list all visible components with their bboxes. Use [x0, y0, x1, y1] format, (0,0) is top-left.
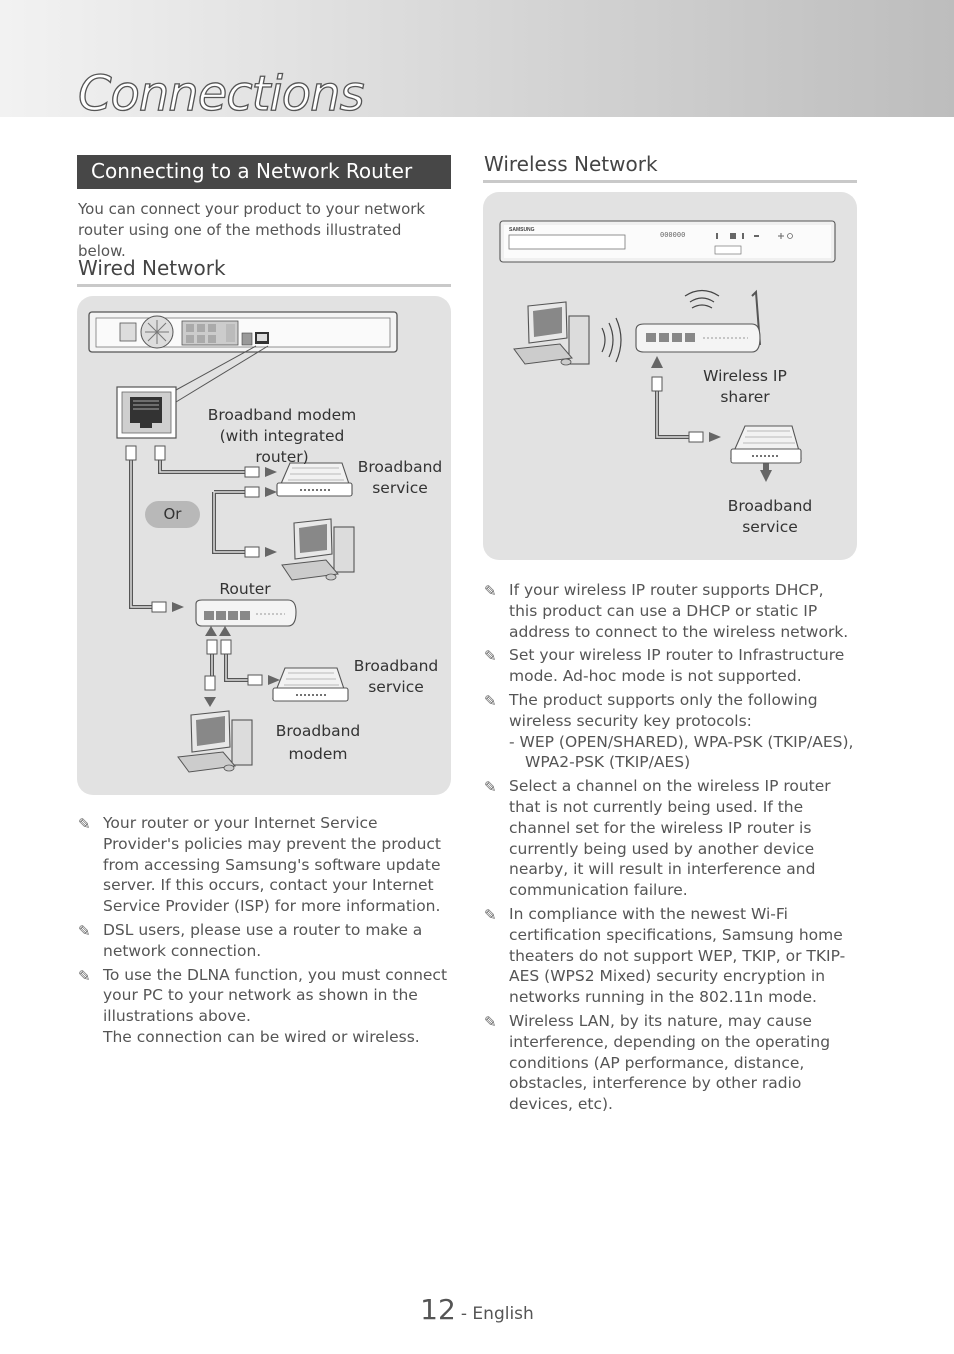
wired-heading-rule: [77, 284, 451, 287]
page-title: Connections: [77, 65, 365, 122]
pencil-note-icon: ✎: [484, 1012, 497, 1031]
note-text: To use the DLNA function, you must conne…: [103, 965, 448, 1046]
note-text: If your wireless IP router supports DHCP…: [509, 581, 849, 641]
note-text: Select a channel on the wireless IP rout…: [509, 777, 831, 900]
wireless-network-heading: Wireless Network: [484, 152, 658, 176]
note-item: ✎ The product supports only the following…: [484, 690, 856, 773]
page-language: - English: [460, 1304, 534, 1324]
broadband-modem-device: [276, 462, 353, 497]
note-item: ✎ Your router or your Internet Service Pr…: [78, 813, 448, 917]
note-item: ✎ To use the DLNA function, you must conn…: [78, 965, 448, 1048]
router-device: [195, 599, 297, 627]
display-text: 000000: [660, 231, 685, 239]
home-theater-front-panel: [499, 220, 836, 263]
pencil-note-icon: ✎: [484, 778, 497, 797]
note-text: Set your wireless IP router to Infrastru…: [509, 646, 845, 686]
note-item: ✎ Wireless LAN, by its nature, may cause …: [484, 1011, 856, 1115]
note-text: In compliance with the newest Wi-Fi cert…: [509, 904, 846, 1007]
page-number: 12: [420, 1293, 456, 1326]
wired-network-heading: Wired Network: [78, 256, 226, 280]
wired-notes-list: ✎ Your router or your Internet Service Pr…: [78, 813, 448, 1051]
label-broadband-modem: Broadband modem: [275, 722, 361, 763]
header-band: [0, 0, 954, 117]
section-title-bar: Connecting to a Network Router: [77, 155, 451, 189]
pencil-note-icon: ✎: [78, 921, 91, 940]
note-text: Wireless LAN, by its nature, may cause i…: [509, 1011, 831, 1114]
note-text: Your router or your Internet Service Pro…: [103, 814, 442, 916]
computer-device-3: [513, 301, 590, 366]
note-item: ✎ If your wireless IP router supports DHC…: [484, 580, 856, 642]
wireless-heading-rule: [483, 180, 857, 183]
label-broadband-modem-router: Broadband modem (with integrated router): [207, 406, 357, 466]
label-broadband-service-2: Broadband service: [353, 657, 439, 696]
note-text: The product supports only the following …: [509, 690, 818, 730]
note-item: ✎ Set your wireless IP router to Infrastr…: [484, 645, 856, 687]
wireless-notes-list: ✎ If your wireless IP router supports DHC…: [484, 580, 856, 1118]
wireless-ip-sharer-device: [635, 289, 761, 353]
intro-text: You can connect your product to your net…: [78, 200, 426, 260]
pencil-note-icon: ✎: [484, 582, 497, 600]
wired-diagram-panel: [77, 296, 451, 795]
page-footer: 12 - English: [0, 1293, 954, 1326]
lan-port-callout: [116, 386, 177, 439]
computer-device: [281, 518, 355, 581]
broadband-modem-device-3: [730, 425, 802, 464]
pencil-note-icon: ✎: [78, 815, 91, 833]
label-broadband-service-1: Broadband service: [357, 458, 443, 497]
wifi-waves-icon: [601, 289, 720, 363]
pencil-note-icon: ✎: [78, 966, 91, 985]
note-item: ✎ Select a channel on the wireless IP rou…: [484, 776, 856, 901]
label-broadband-service-3: Broadband service: [727, 497, 813, 536]
protocol-sub-item: - WEP (OPEN/SHARED), WPA-PSK (TKIP/AES),…: [509, 732, 854, 772]
section-title: Connecting to a Network Router: [91, 159, 413, 183]
label-wireless-ip-sharer: Wireless IP sharer: [703, 367, 787, 406]
note-text: DSL users, please use a router to make a…: [103, 920, 423, 960]
home-theater-rear-panel: [88, 311, 398, 353]
or-badge: Or: [145, 501, 200, 528]
label-router: Router: [219, 580, 271, 598]
note-item: ✎ In compliance with the newest Wi-Fi cer…: [484, 904, 856, 1008]
brand-text: SAMSUNG: [509, 227, 535, 233]
pencil-note-icon: ✎: [484, 647, 497, 666]
broadband-modem-device-2: [272, 667, 349, 702]
note-item: ✎ DSL users, please use a router to make …: [78, 920, 448, 962]
pencil-note-icon: ✎: [484, 905, 497, 924]
pencil-note-icon: ✎: [484, 691, 497, 710]
computer-device-2: [177, 710, 253, 773]
